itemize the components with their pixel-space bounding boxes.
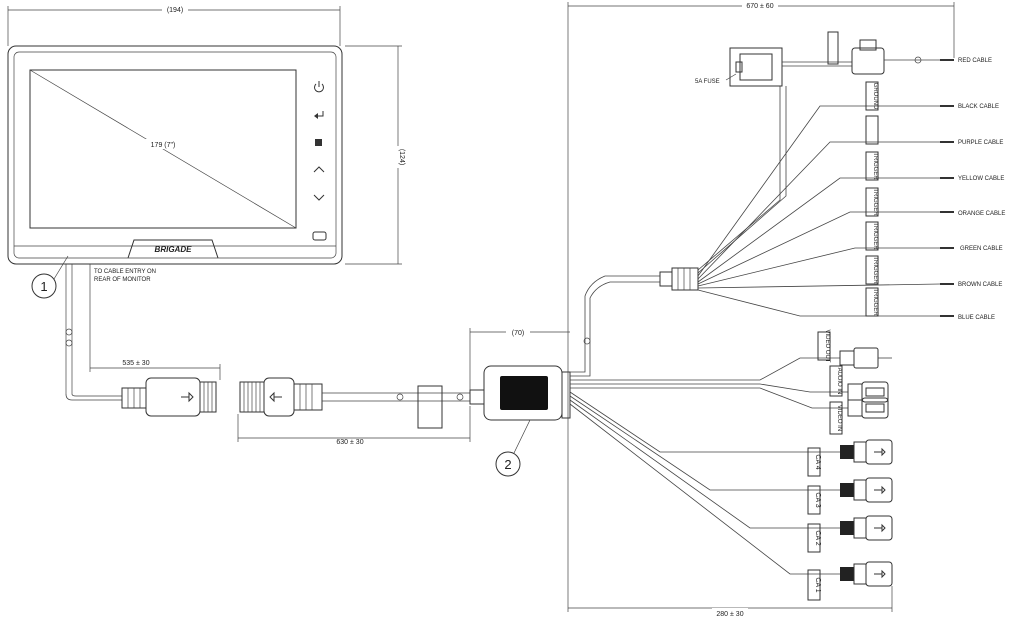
ca2-label: CA 2 [814, 530, 821, 545]
ca1-connector [840, 561, 893, 587]
ca3-label: CA 3 [814, 492, 821, 507]
brand-logo: BRIGADE [155, 245, 193, 254]
tag-audio-in: AUDIO IN [836, 368, 842, 395]
tag-trigger-4: TRIGGER [872, 256, 878, 284]
tag-trigger-5: TRIGGER [872, 288, 878, 316]
fuse-label: 5A FUSE [695, 79, 720, 85]
purple-cable-label: PURPLE CABLE [958, 140, 1003, 146]
orange-cable-label: ORANGE CABLE [958, 211, 1005, 217]
ca2-connector [840, 515, 893, 541]
monitor: (194) (124) 179 (7") BRIGADE [7, 4, 405, 394]
power-icon[interactable] [314, 81, 324, 93]
dim-280: 280 ± 30 [716, 611, 743, 618]
tag-video-out: VIDEO OUT [824, 329, 830, 362]
ca4-label: CA 4 [814, 454, 821, 469]
enter-icon[interactable] [314, 111, 324, 119]
ca1-label: CA 1 [814, 577, 821, 592]
power-wires: GROUND BLACK CABLE PURPLE CABLE TRIGGER … [697, 81, 1005, 321]
female-connector [239, 377, 323, 417]
stop-icon[interactable] [315, 139, 322, 146]
monitor-width-dim: (194) [167, 7, 183, 14]
cable-entry-note-line2: REAR OF MONITOR [94, 277, 151, 283]
yellow-cable-label: YELLOW CABLE [958, 176, 1004, 182]
ca3-connector [840, 477, 893, 503]
av-connectors: VIDEO OUT AUDIO IN VIDEO IN [570, 329, 892, 435]
harness: 670 ± 60 280 ± 30 5A FUSE RED CABLE [567, 1, 1005, 618]
tag-trigger-1: TRIGGER [872, 152, 878, 180]
dim-535: 535 ± 30 [122, 360, 149, 367]
down-chevron-icon[interactable] [313, 194, 325, 201]
mode-icon[interactable] [312, 231, 327, 241]
brown-cable-label: BROWN CABLE [958, 282, 1002, 288]
callout-2: 2 [504, 457, 511, 472]
blue-cable-label: BLUE CABLE [958, 315, 995, 321]
dim-670: 670 ± 60 [746, 3, 773, 10]
ca4-connector [840, 439, 893, 465]
cable-entry-note-line1: TO CABLE ENTRY ON [94, 269, 156, 275]
tag-ground: GROUND [872, 83, 878, 110]
red-cable-label: RED CABLE [958, 58, 992, 64]
monitor-height-dim: (124) [398, 149, 405, 165]
dim-70: (70) [512, 330, 524, 337]
camera-connectors: CA 4 CA 3 CA 2 CA 1 [569, 391, 893, 601]
screen-diagonal-dim: 179 (7") [151, 142, 176, 149]
male-connector [121, 377, 217, 417]
black-cable-label: BLACK CABLE [958, 104, 999, 110]
tag-video-in: VIDEO IN [836, 405, 842, 431]
junction-box: (70) 2 [469, 328, 571, 477]
callout-1: 1 [40, 279, 47, 294]
main-cable: 535 ± 30 [65, 360, 485, 446]
up-chevron-icon[interactable] [313, 166, 325, 173]
green-cable-label: GREEN CABLE [960, 246, 1003, 252]
tag-trigger-2: TRIGGER [872, 188, 878, 216]
dim-630: 630 ± 30 [336, 439, 363, 446]
tag-trigger-3: TRIGGER [872, 222, 878, 250]
